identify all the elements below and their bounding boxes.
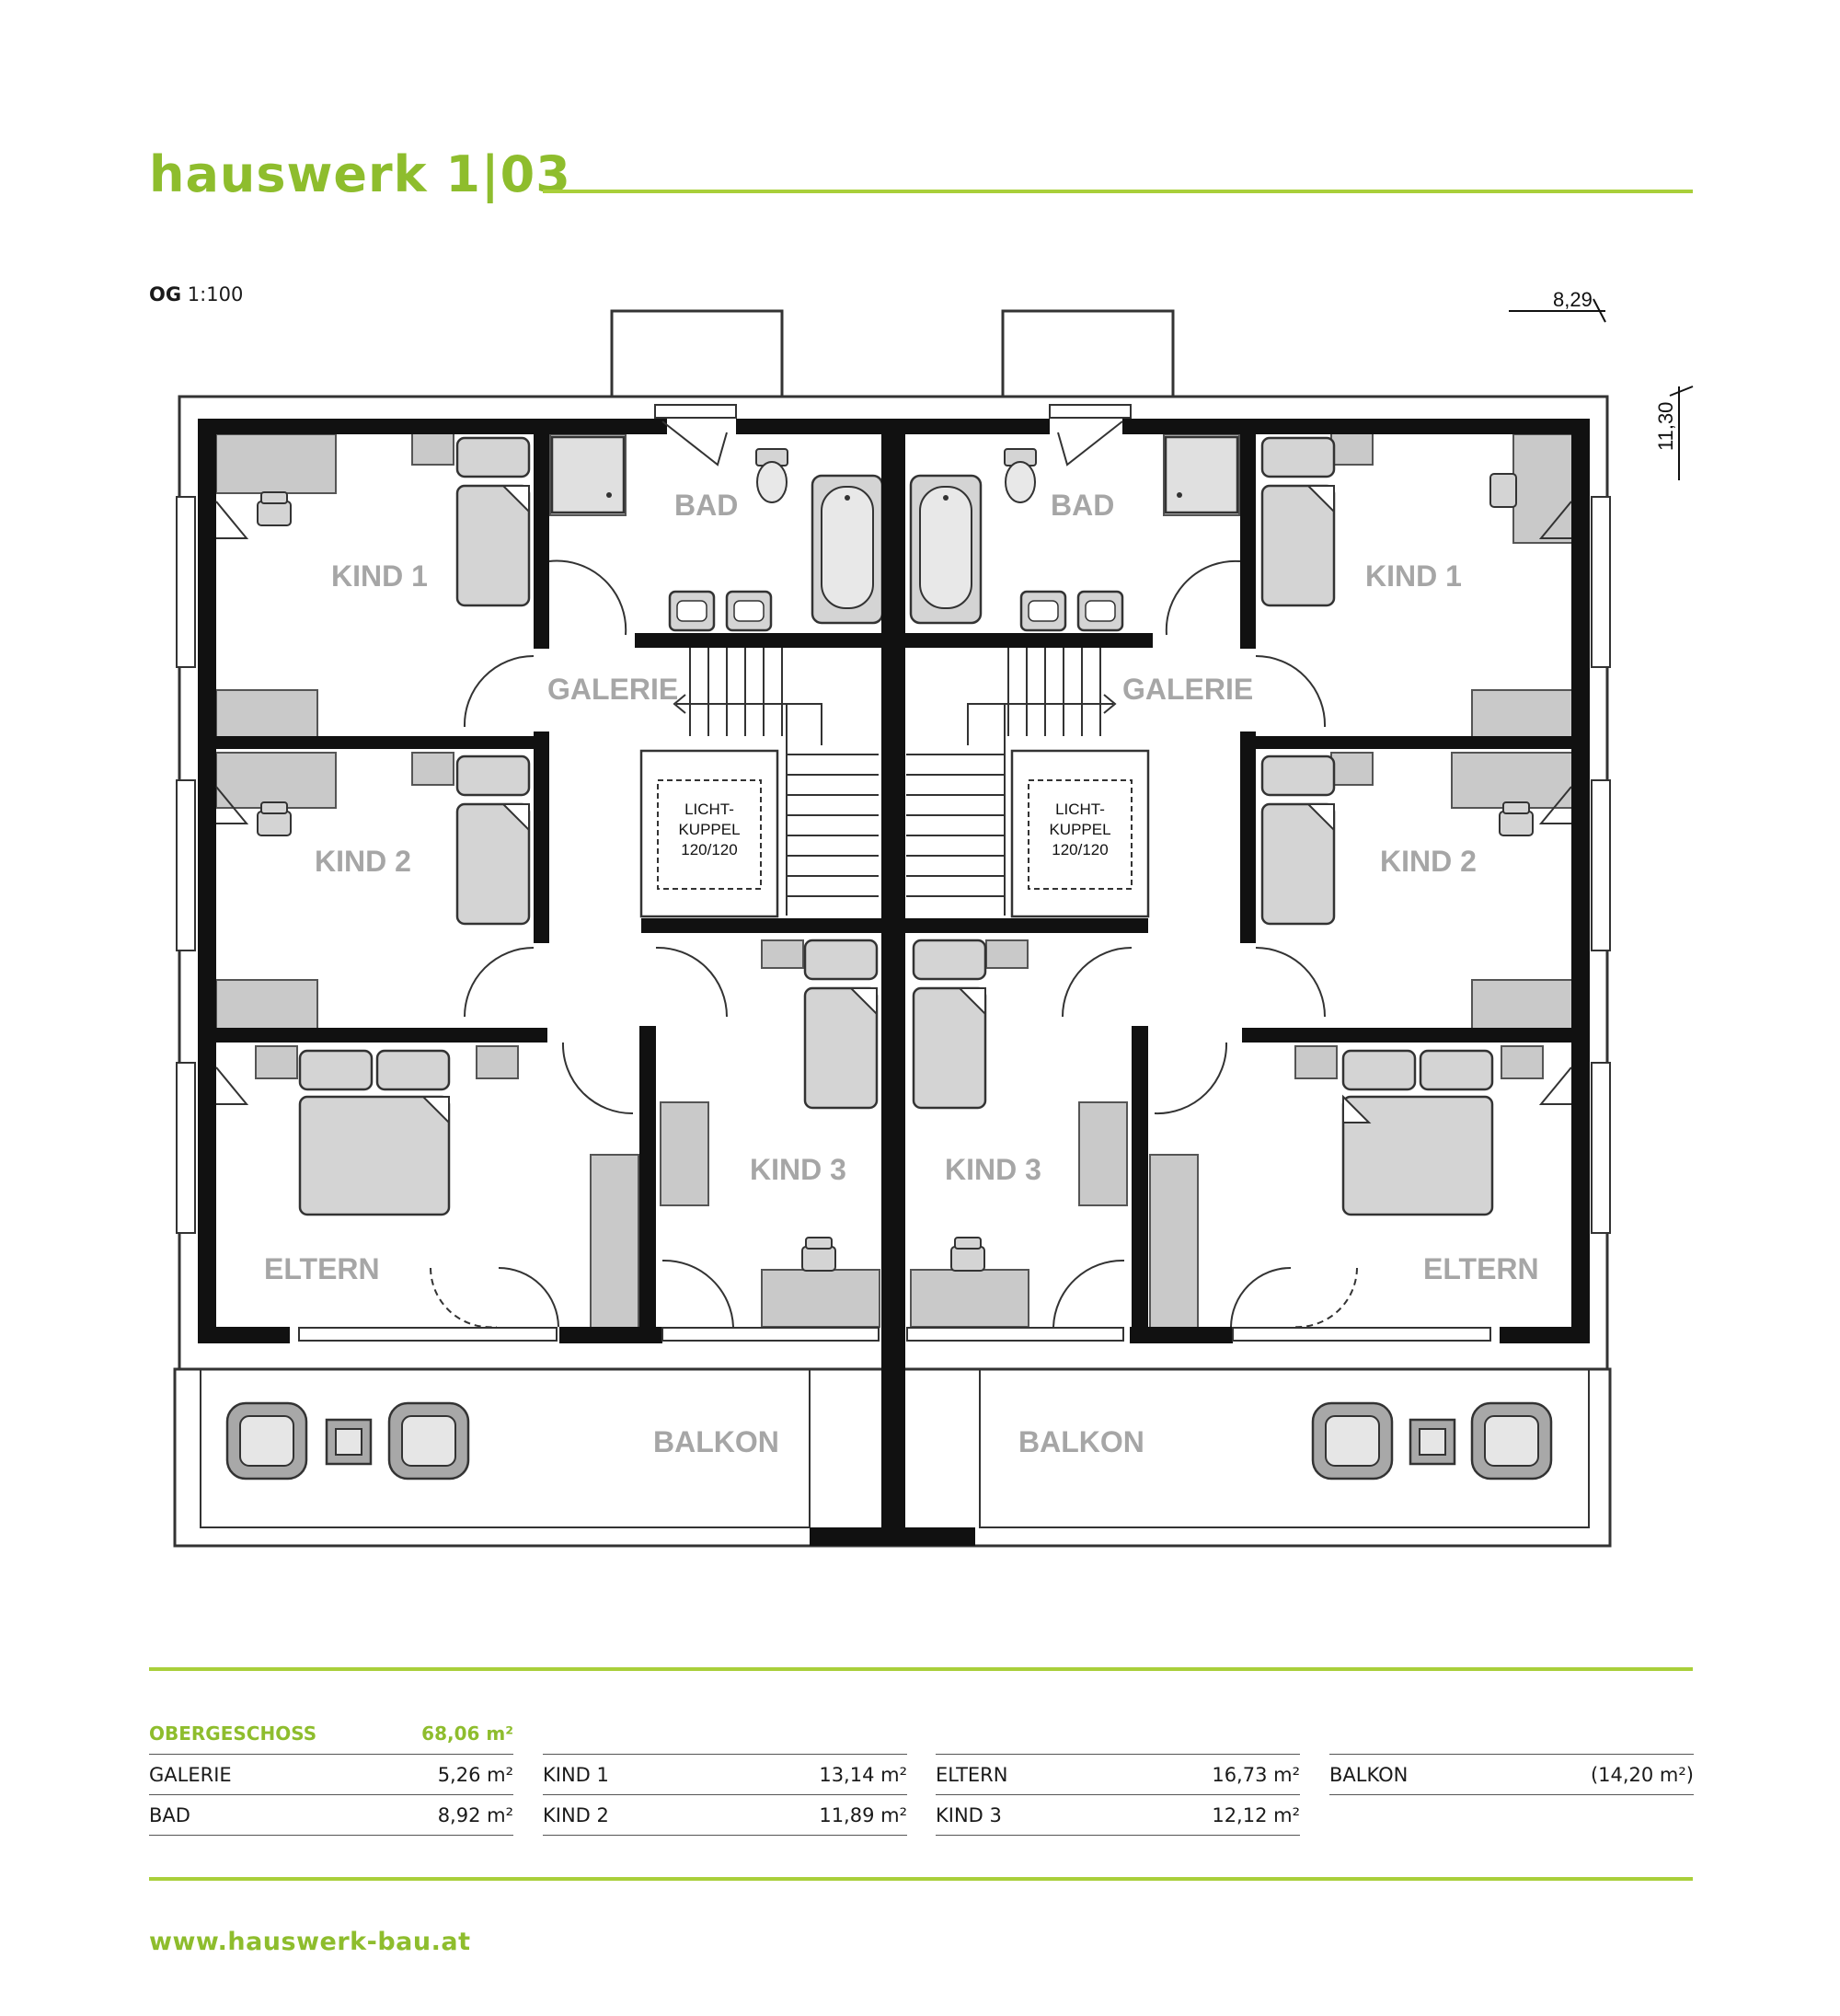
dimension-depth: 11,30 xyxy=(1654,402,1677,451)
double-bed-left xyxy=(298,1049,451,1216)
skylight-label-left-3: 120/120 xyxy=(681,841,737,858)
area-label: KIND 2 xyxy=(543,1803,609,1826)
website-url: www.hauswerk-bau.at xyxy=(149,1928,471,1956)
floor-level: OG xyxy=(149,283,182,305)
room-label-balkon-left: BALKON xyxy=(653,1425,779,1458)
area-value: 16,73 m² xyxy=(1212,1763,1300,1786)
room-label-kind2-right: KIND 2 xyxy=(1380,845,1477,878)
skylight-inner-left xyxy=(657,779,762,890)
table-top-rule xyxy=(149,1667,1693,1671)
area-column-4: BALKON (14,20 m²) xyxy=(1329,1754,1694,1795)
area-value: (14,20 m²) xyxy=(1590,1763,1694,1786)
room-label-eltern-right: ELTERN xyxy=(1423,1252,1539,1285)
roof-projection-left xyxy=(610,309,784,398)
area-value: 12,12 m² xyxy=(1212,1803,1300,1826)
page-title: hauswerk 1|03 xyxy=(149,145,571,203)
dimension-markers xyxy=(1509,298,1694,480)
skylight-inner-right xyxy=(1028,779,1133,890)
skylight-label-right-2: KUPPEL xyxy=(1049,821,1110,838)
room-label-kind1-left: KIND 1 xyxy=(331,559,428,593)
room-label-galerie-left: GALERIE xyxy=(547,673,678,706)
skylight-label-left-1: LICHT- xyxy=(684,801,734,818)
table-bottom-rule xyxy=(149,1877,1693,1881)
door-swings xyxy=(215,420,1572,1329)
room-label-kind3-left: KIND 3 xyxy=(750,1153,846,1186)
area-row: ELTERN 16,73 m² xyxy=(936,1754,1300,1794)
area-total-value: 68,06 m² xyxy=(421,1722,513,1745)
walls xyxy=(198,419,1590,1546)
stairs xyxy=(673,644,1117,916)
area-label: GALERIE xyxy=(149,1763,232,1786)
skylight-label-right-1: LICHT- xyxy=(1055,801,1105,818)
shower-right xyxy=(1164,435,1239,514)
area-label: ELTERN xyxy=(936,1763,1008,1786)
room-label-eltern-left: ELTERN xyxy=(264,1252,380,1285)
area-value: 11,89 m² xyxy=(819,1803,907,1826)
area-label: BALKON xyxy=(1329,1763,1409,1786)
area-value: 13,14 m² xyxy=(819,1763,907,1786)
area-row: GALERIE 5,26 m² xyxy=(149,1754,513,1794)
room-label-kind3-right: KIND 3 xyxy=(945,1153,1041,1186)
scale-ratio: 1:100 xyxy=(187,283,244,305)
area-total-label: OBERGESCHOSS xyxy=(149,1722,317,1745)
area-row: KIND 3 12,12 m² xyxy=(936,1794,1300,1836)
area-row: KIND 2 11,89 m² xyxy=(543,1794,907,1836)
skylight-label-right-3: 120/120 xyxy=(1052,841,1108,858)
title-rule xyxy=(543,190,1693,193)
room-label-bad-left: BAD xyxy=(674,489,738,522)
scale-label: OG 1:100 xyxy=(149,283,243,305)
area-total: OBERGESCHOSS 68,06 m² xyxy=(149,1722,513,1745)
area-row: BALKON (14,20 m²) xyxy=(1329,1754,1694,1795)
area-row: BAD 8,92 m² xyxy=(149,1794,513,1836)
balcony-railing-left xyxy=(200,1368,811,1528)
roof-projection-right xyxy=(1001,309,1175,398)
room-label-galerie-right: GALERIE xyxy=(1122,673,1253,706)
furniture xyxy=(215,432,1574,1331)
area-label: KIND 3 xyxy=(936,1803,1002,1826)
skylight-label-left-2: KUPPEL xyxy=(678,821,740,838)
floor-plan: 8,29 11,30 BAD BAD KIND 1 KIND 1 GALERIE… xyxy=(173,288,1694,1548)
dimension-width: 8,29 xyxy=(1553,288,1593,311)
room-label-bad-right: BAD xyxy=(1051,489,1114,522)
area-row: KIND 1 13,14 m² xyxy=(543,1754,907,1794)
area-column-2: KIND 1 13,14 m² KIND 2 11,89 m² xyxy=(543,1754,907,1836)
chair-kind1-right xyxy=(1489,473,1517,508)
area-column-1: GALERIE 5,26 m² BAD 8,92 m² xyxy=(149,1754,513,1836)
balcony-railing-right xyxy=(979,1368,1590,1528)
windows xyxy=(176,404,1611,1342)
double-bed-right xyxy=(1341,1049,1494,1216)
area-value: 5,26 m² xyxy=(437,1763,513,1786)
room-label-balkon-right: BALKON xyxy=(1018,1425,1144,1458)
area-label: KIND 1 xyxy=(543,1763,609,1786)
room-label-kind1-right: KIND 1 xyxy=(1365,559,1462,593)
area-label: BAD xyxy=(149,1803,190,1826)
area-column-3: ELTERN 16,73 m² KIND 3 12,12 m² xyxy=(936,1754,1300,1836)
room-label-kind2-left: KIND 2 xyxy=(315,845,411,878)
area-value: 8,92 m² xyxy=(437,1803,513,1826)
shower-left xyxy=(550,435,626,514)
